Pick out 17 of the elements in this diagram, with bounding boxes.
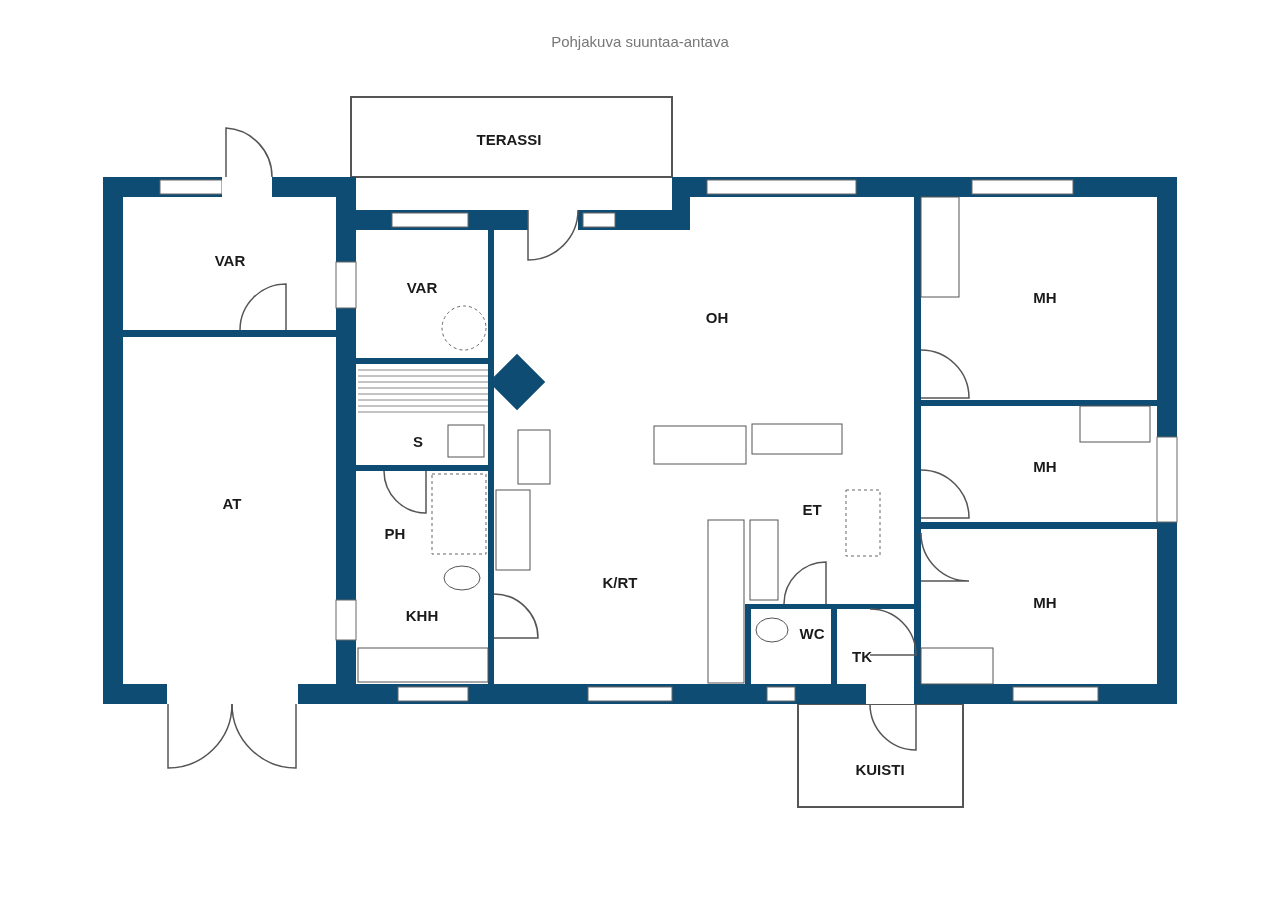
room-label: MH (1033, 593, 1057, 611)
room-label: ET (802, 500, 822, 518)
room-label: MH (1033, 288, 1057, 306)
room-label: MH (1033, 457, 1057, 475)
room-label: WC (799, 624, 825, 642)
room-label: PH (384, 524, 406, 542)
room-label: AT (222, 494, 242, 512)
room-label: KUISTI (855, 760, 905, 778)
room-label: K/RT (602, 573, 638, 591)
room-label: OH (705, 308, 729, 326)
room-label: TERASSI (476, 130, 542, 148)
room-label: KHH (405, 606, 439, 624)
room-label: VAR (214, 251, 246, 269)
plan-title: Pohjakuva suuntaa-antava (550, 33, 730, 50)
room-label: TK (852, 647, 872, 665)
room-label: S (413, 432, 423, 450)
room-label: VAR (406, 278, 438, 296)
